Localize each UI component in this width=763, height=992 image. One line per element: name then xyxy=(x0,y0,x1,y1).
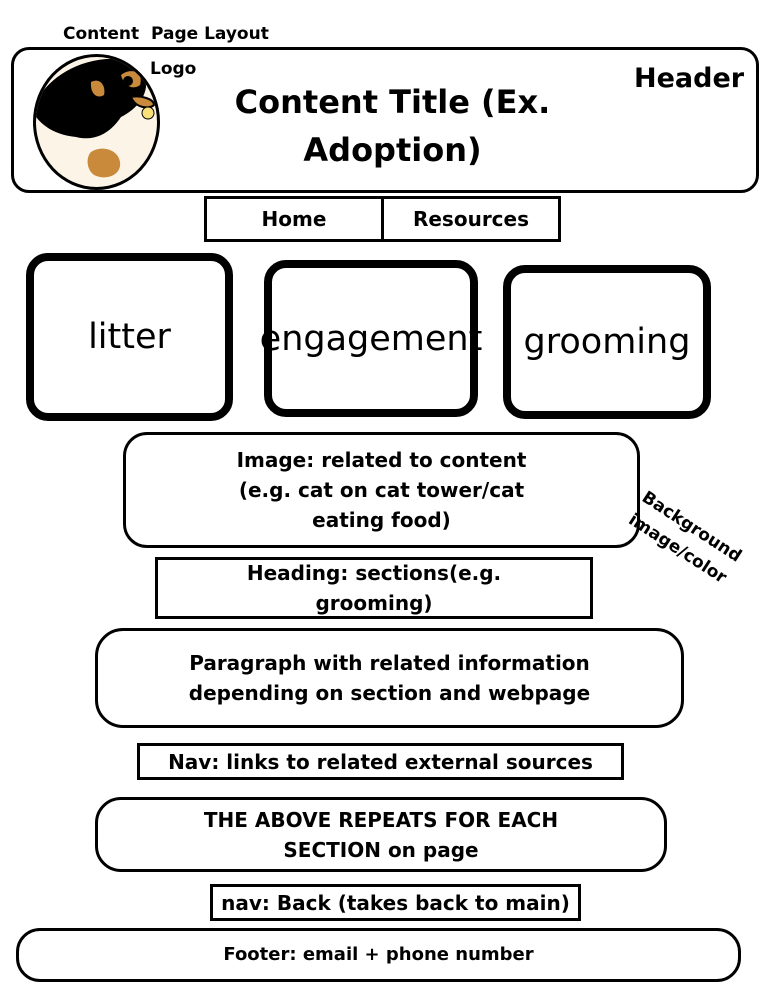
paragraph-text: Paragraph with related information depen… xyxy=(188,651,591,705)
image-placeholder: Image: related to content (e.g. cat on c… xyxy=(123,432,640,548)
tile-engagement[interactable]: engagement xyxy=(260,260,482,417)
back-nav[interactable]: nav: Back (takes back to main) xyxy=(210,884,581,921)
paragraph-box: Paragraph with related information depen… xyxy=(95,628,684,728)
image-placeholder-text: Image: related to content (e.g. cat on c… xyxy=(236,448,527,532)
nav-resources-link[interactable]: Resources xyxy=(412,207,530,231)
section-heading-text: Heading: sections(e.g. grooming) xyxy=(246,561,502,615)
nav-home-link[interactable]: Home xyxy=(207,199,384,239)
footer: Footer: email + phone number xyxy=(16,928,741,982)
section-heading-box: Heading: sections(e.g. grooming) xyxy=(155,557,593,619)
tile-litter[interactable]: litter xyxy=(26,253,233,421)
external-links-nav[interactable]: Nav: links to related external sources xyxy=(137,743,624,780)
logo-label: Logo xyxy=(150,59,197,79)
tile-grooming[interactable]: grooming xyxy=(503,265,711,419)
logo-cat-icon xyxy=(33,54,160,190)
page-caption: Content Page Layout xyxy=(63,24,269,44)
repeat-note-box: THE ABOVE REPEATS FOR EACH SECTION on pa… xyxy=(95,797,667,872)
content-title: Content Title (Ex. Adoption) xyxy=(234,83,551,169)
top-nav: Home Resources xyxy=(204,196,561,242)
repeat-note-text: THE ABOVE REPEATS FOR EACH SECTION on pa… xyxy=(203,807,559,862)
header-box xyxy=(11,47,759,193)
cat-logo-drawing xyxy=(36,58,156,178)
header-label: Header xyxy=(634,63,745,94)
